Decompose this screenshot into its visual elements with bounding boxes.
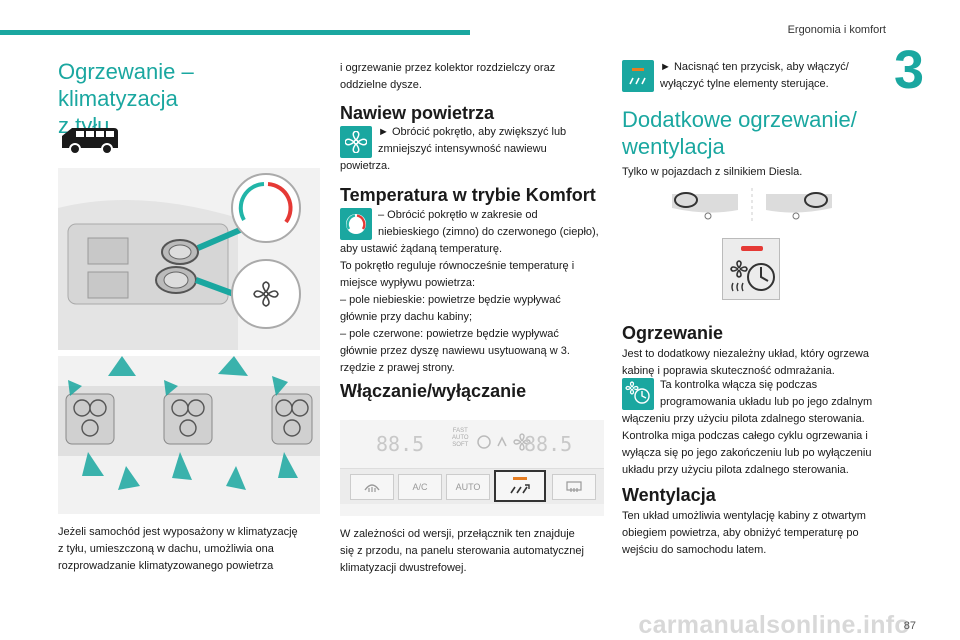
ventilation-title: Wentylacja xyxy=(622,485,716,505)
van-icon xyxy=(62,128,118,155)
ventilation-paragraph: Ten układ umożliwia wentylację kabiny z … xyxy=(622,510,866,556)
temp-paragraph: aby ustawić żądaną temperaturę. To pokrę… xyxy=(340,243,575,374)
defrost-button[interactable] xyxy=(350,474,394,500)
heating-control-button[interactable] xyxy=(722,238,780,300)
temp-line1: – Obrócić pokrętło w zakresie od xyxy=(378,209,538,221)
airflow-instruction-line3: powietrza. xyxy=(340,160,391,172)
heating-paragraph: Jest to dodatkowy niezależny układ, któr… xyxy=(622,348,870,377)
roof-airflow-illustration xyxy=(58,356,320,514)
panel-display-right: 88.5 xyxy=(524,432,573,456)
extra-heating-title: Dodatkowe ogrzewanie/ wentylacja xyxy=(622,107,857,159)
chapter-number: 3 xyxy=(893,40,925,100)
press-line2: wyłączyć tylne elementy sterujące. xyxy=(660,78,829,90)
lamp-line2: programowania układu lub po jego zdalnym xyxy=(660,396,873,408)
panel-status-icons xyxy=(477,433,531,451)
header-accent-bar xyxy=(0,30,470,35)
panel-mode-labels: FAST AUTO SOFT xyxy=(452,428,469,448)
temperature-title: Temperatura w trybie Komfort xyxy=(340,185,596,205)
diesel-note: Tylko w pojazdach z silnikiem Diesla. xyxy=(622,166,803,178)
airflow-instruction-line2: zmniejszyć intensywność nawiewu xyxy=(378,143,547,155)
temp-line2: niebieskiego (zimno) do czerwonego (ciep… xyxy=(378,226,599,238)
on-off-title: Włączanie/wyłączanie xyxy=(340,381,527,401)
press-line1: ► Nacisnąć ten przycisk, aby włączyć/ xyxy=(660,61,849,73)
temperature-dial-icon xyxy=(340,208,372,240)
rear-climate-paragraph: Jeżeli samochód jest wyposażony w klimat… xyxy=(58,526,298,572)
rear-controls-button-icon xyxy=(622,60,654,92)
section-header: Ergonomia i komfort xyxy=(787,24,886,36)
rear-airflow-icon xyxy=(510,484,530,494)
airflow-title: Nawiew powietrza xyxy=(340,103,495,123)
panel-paragraph: W zależności od wersji, przełącznik ten … xyxy=(340,528,584,574)
watermark: carmanualsonline.info xyxy=(638,611,910,639)
intro-paragraph: i ogrzewanie przez kolektor rozdzielczy … xyxy=(340,62,556,91)
panel-display-left: 88.5 xyxy=(376,432,425,456)
lamp-paragraph: włączeniu przy użyciu pilota zdalnego st… xyxy=(622,413,872,476)
ac-button[interactable]: A/C xyxy=(398,474,442,500)
page-number: 87 xyxy=(903,620,916,632)
rear-climate-led xyxy=(513,477,527,480)
rear-climate-title: Ogrzewanie – klimatyzacja z tyłu xyxy=(58,59,194,138)
drive-side-illustration xyxy=(672,188,832,222)
lamp-line1: Ta kontrolka włącza się podczas xyxy=(660,379,818,391)
rear-airflow-icon xyxy=(629,77,646,84)
rear-climate-button[interactable] xyxy=(494,470,546,502)
front-control-panel: 88.5 FAST AUTO SOFT 88.5 A/C AUTO xyxy=(340,420,604,516)
defrost-icon xyxy=(364,484,380,492)
heating-timer-lamp-icon xyxy=(625,381,650,404)
heating-indicator-icon xyxy=(622,378,654,410)
heating-timer-icon xyxy=(730,260,775,292)
airflow-instruction-line1: ► Obrócić pokrętło, aby zwiększyć lub xyxy=(378,126,567,138)
rear-defrost-button[interactable] xyxy=(552,474,596,500)
heating-title: Ogrzewanie xyxy=(622,323,724,343)
auto-button[interactable]: AUTO xyxy=(446,474,490,500)
fan-icon xyxy=(340,126,372,158)
heating-led xyxy=(741,246,763,251)
roof-controls-illustration xyxy=(58,168,320,350)
rear-window-defrost-icon xyxy=(566,481,582,492)
